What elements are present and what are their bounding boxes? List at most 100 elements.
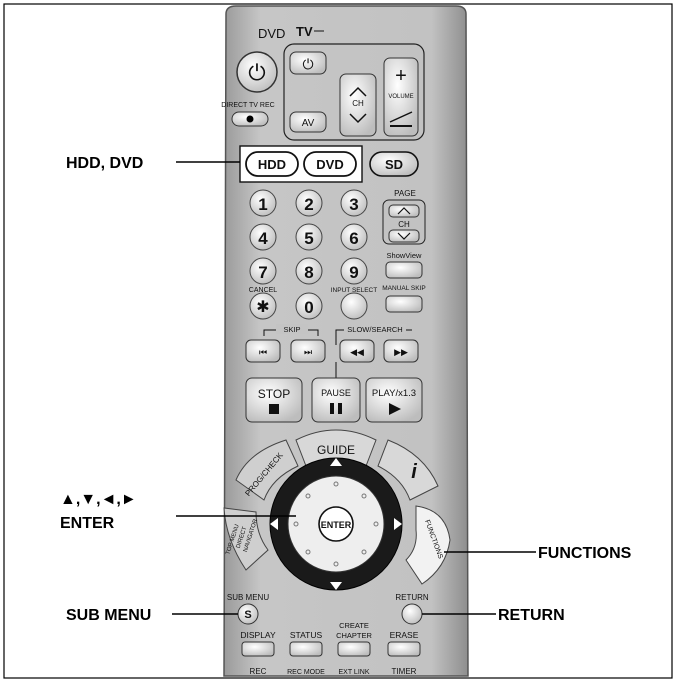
pause-button[interactable] [311,377,361,423]
digit-label: 6 [349,229,358,248]
functions-button[interactable] [405,505,451,585]
tv-power-button[interactable] [289,51,327,75]
digit-button-1[interactable] [249,189,277,217]
chapter-label: CHAPTER [336,631,372,640]
record-dot-icon [246,115,254,123]
hdd-label: HDD [258,157,286,172]
rewind-icon: ◀◀ [350,347,364,357]
erase-button[interactable] [387,641,421,657]
skip-label-bg [276,324,308,334]
tv-label: TV [296,24,313,39]
showview-button[interactable] [385,261,423,279]
arrow-up-icon[interactable] [330,458,342,466]
info-button[interactable] [377,439,439,501]
fast-forward-button[interactable] [383,339,419,363]
digit-label: 5 [304,229,313,248]
digit-label: 8 [304,263,313,282]
jog-dots [293,481,379,567]
manual-skip-label: MANUAL SKIP [382,285,425,292]
chevron-down-icon [397,232,411,240]
callout-hdd-dvd: HDD, DVD [66,155,143,172]
cancel-button[interactable] [249,292,277,320]
tv-panel [283,43,425,141]
av-button[interactable] [289,111,327,133]
direct-navigator-button[interactable] [223,507,269,571]
timer-label: TIMER [392,667,417,676]
stop-button[interactable] [245,377,303,423]
power-icon: ⏻ [248,60,265,85]
display-label: DISPLAY [240,630,276,640]
guide-label: GUIDE [317,443,355,457]
callout-sub-menu: SUB MENU [66,607,151,624]
pause-label: PAUSE [321,388,351,398]
rewind-button[interactable] [339,339,375,363]
digit-label: 7 [258,263,267,282]
digit-label: 9 [349,263,358,282]
direct-tv-rec-label: DIRECT TV REC [221,102,274,109]
digit-label: 2 [304,195,313,214]
ext-link-label: EXT LINK [339,669,370,676]
dvd-power-button[interactable] [236,51,278,93]
tv-ch-rocker[interactable] [339,73,377,137]
page-down-button[interactable] [388,229,420,243]
input-select-label: INPUT SELECT [331,287,378,294]
digit-button-4[interactable] [249,223,277,251]
digit-button-2[interactable] [295,189,323,217]
enter-button[interactable] [318,506,354,542]
slow-search-label: SLOW/SEARCH [347,325,402,334]
volume-rocker[interactable] [383,57,419,137]
digit-button-3[interactable] [340,189,368,217]
digit-button-6[interactable] [340,223,368,251]
dvd-button-label: DVD [316,157,343,172]
sd-label: SD [385,157,403,172]
skip-label: SKIP [283,325,300,334]
asterisk-icon: ✱ [256,299,269,316]
dvd-button[interactable] [303,151,357,177]
skip-back-icon: ⏮ [259,347,267,357]
create-label: CREATE [339,621,369,630]
sd-button[interactable] [369,151,419,177]
digit-button-8[interactable] [295,257,323,285]
digit-button-7[interactable] [249,257,277,285]
cancel-label: CANCEL [249,287,278,294]
create-chapter-button[interactable] [337,641,371,657]
av-label: AV [302,118,315,129]
page-label: PAGE [394,189,416,198]
page-up-button[interactable] [388,204,420,218]
skip-back-button[interactable] [245,339,281,363]
status-button[interactable] [289,641,323,657]
play-button[interactable] [365,377,423,423]
play-label: PLAY/x1.3 [372,388,416,399]
volume-ramp-icon [389,111,413,123]
enter-button-label: ENTER [321,520,352,530]
page-ch-label: CH [398,220,410,229]
volume-label: VOLUME [388,94,413,100]
hdd-button[interactable] [245,151,299,177]
input-select-button[interactable] [340,292,368,320]
prog-check-button[interactable] [235,439,299,501]
slow-search-label-bg [344,324,406,334]
arrow-down-icon[interactable] [330,582,342,590]
return-button[interactable] [401,603,423,625]
pause-icon [330,403,334,414]
stop-label: STOP [258,387,290,401]
display-button[interactable] [241,641,275,657]
rec-label: REC [250,667,267,676]
callout-return: RETURN [498,607,565,624]
skip-forward-button[interactable] [290,339,326,363]
digit-label: 4 [258,229,268,248]
showview-label: ShowView [387,251,422,260]
digit-button-9[interactable] [340,257,368,285]
digit-button-0[interactable] [295,292,323,320]
fast-forward-icon: ▶▶ [394,347,408,357]
digit-button-5[interactable] [295,223,323,251]
page-ch-panel [382,199,426,245]
chevron-up-icon [397,207,411,215]
callout-arrows: ▲,▼,◄,► [60,491,137,508]
arrow-left-icon[interactable] [270,518,278,530]
arrow-right-icon[interactable] [394,518,402,530]
number-pad: 1 2 3 4 5 6 7 8 9 CANCEL ✱ 0 INPUT SELEC… [249,189,378,320]
manual-skip-button[interactable] [385,295,423,313]
